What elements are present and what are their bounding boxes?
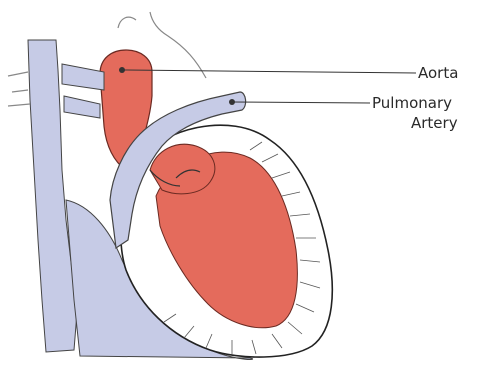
pulmonary-branch: [62, 64, 104, 118]
pulmonary-label-line2: Artery: [411, 114, 458, 132]
pulmonary-leader-line: [232, 102, 370, 103]
vena-cava: [28, 40, 78, 352]
left-branch-vessels: [8, 72, 30, 106]
aorta-leader-line: [122, 70, 416, 73]
aorta-pointer-dot: [119, 67, 125, 73]
pulmonary-pointer-dot: [229, 99, 235, 105]
pulmonary-label-line1: Pulmonary: [372, 94, 452, 112]
aorta-label: Aorta: [418, 64, 458, 82]
